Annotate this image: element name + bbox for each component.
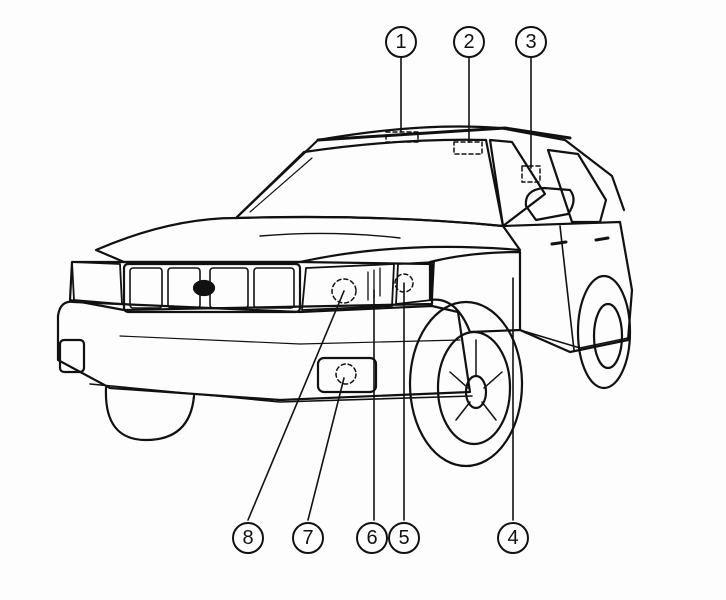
callout-7: 7	[292, 522, 324, 554]
grille-frame	[122, 262, 302, 314]
front-bumper	[56, 300, 472, 402]
hood-crease	[259, 232, 401, 239]
turn-signal-right	[395, 261, 435, 305]
callout-8: 8	[232, 522, 264, 554]
headlight-right	[301, 263, 395, 311]
grille	[122, 262, 302, 314]
side-mirror	[524, 186, 575, 222]
callout-4: 4	[497, 522, 529, 554]
door-handle-front	[550, 240, 568, 246]
emblem	[192, 279, 216, 297]
rocker-panel	[519, 329, 629, 349]
sensor-1-dashed	[385, 131, 419, 143]
hood	[94, 215, 522, 264]
door-handle-rear	[594, 236, 610, 242]
callout-5: 5	[388, 522, 420, 554]
fog-light-right	[316, 356, 378, 394]
callout-6: 6	[356, 522, 388, 554]
callout-2: 2	[453, 26, 485, 58]
fog-bulb-dashed	[335, 363, 357, 385]
leader-line-8	[247, 290, 345, 521]
windshield	[234, 138, 505, 228]
leader-line-7	[307, 377, 345, 521]
side-marker-lines	[367, 267, 381, 301]
bumper-center-line	[119, 335, 461, 345]
rear-side-window	[546, 148, 608, 224]
front-left-wheel	[104, 386, 196, 442]
sensor-2-dashed	[453, 141, 483, 155]
fog-light-left	[58, 338, 86, 374]
rear-wheel	[576, 274, 632, 390]
headlight-left	[71, 261, 123, 305]
side-body	[501, 220, 634, 354]
callout-3: 3	[515, 26, 547, 58]
leader-lines	[247, 57, 532, 521]
front-fender	[428, 250, 522, 334]
front-side-window	[488, 138, 547, 228]
headlight-bulb-dashed	[331, 278, 357, 304]
roof-rack	[316, 126, 572, 142]
front-right-wheel	[408, 300, 524, 468]
windshield-inner-line	[249, 157, 313, 213]
bumper-lower-lip	[89, 383, 473, 403]
callout-1: 1	[385, 26, 417, 58]
door-line	[559, 225, 575, 351]
turn-bulb-dashed	[394, 273, 414, 293]
sensor-3-dashed	[521, 165, 541, 183]
